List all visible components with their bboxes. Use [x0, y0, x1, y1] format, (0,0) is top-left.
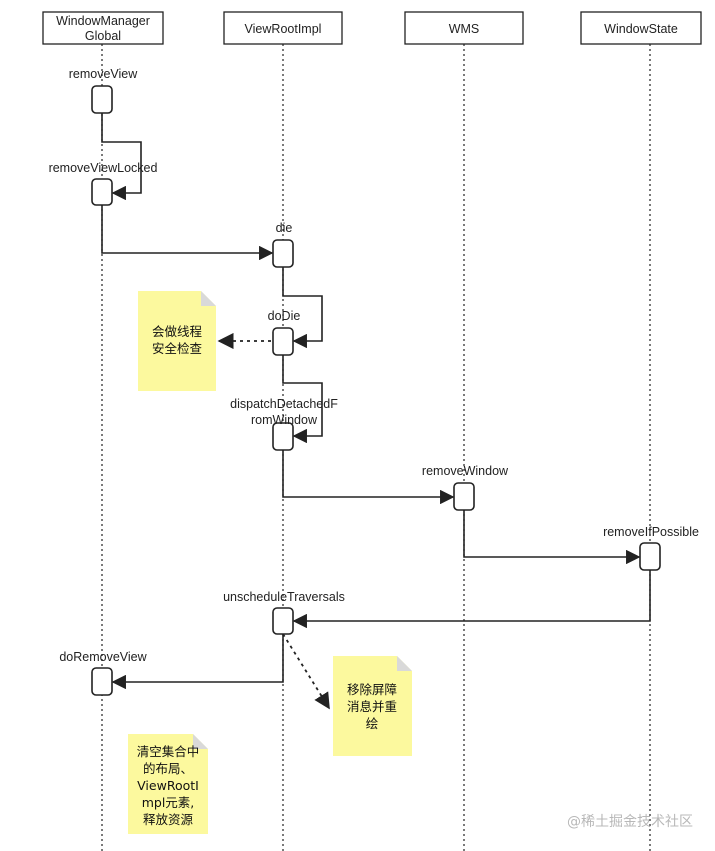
participant-wmg-label-2: Global — [85, 29, 121, 43]
note-thread-check-line-2: 安全检查 — [152, 341, 203, 356]
activation-removeWindow[interactable] — [453, 482, 475, 511]
activation-unscheduleTraversals[interactable] — [272, 607, 294, 635]
note-fold-icon — [193, 734, 208, 749]
participant-wms-label: WMS — [449, 22, 480, 36]
participant-wmg: WindowManager Global — [42, 11, 164, 45]
participant-vri: ViewRootImpl — [223, 11, 343, 45]
note-remove-barrier-line-2: 消息并重 — [347, 699, 397, 714]
note-fold-icon — [397, 656, 412, 671]
msg-self-doDie — [282, 267, 323, 349]
label-removeView: removeView — [69, 67, 139, 81]
activation-doDie[interactable] — [272, 327, 294, 356]
label-dispatchDetached-2: romWindow — [251, 413, 318, 427]
activation-removeViewLocked[interactable] — [91, 178, 113, 206]
messages — [101, 113, 651, 710]
label-removeIfPossible: removeIfPossible — [603, 525, 699, 539]
note-clear-set-line-1: 清空集合中 — [137, 744, 200, 759]
participant-vri-label: ViewRootImpl — [245, 22, 322, 36]
activations — [91, 85, 661, 696]
note-remove-barrier-line-1: 移除屏障 — [347, 682, 397, 697]
note-remove-barrier: 移除屏障 消息并重 绘 — [333, 656, 412, 756]
msg-unscheduleTraversals — [292, 570, 651, 629]
label-dispatchDetached-1: dispatchDetachedF — [230, 397, 338, 411]
note-thread-check-line-1: 会做线程 — [152, 324, 203, 339]
msg-removeWindow — [282, 450, 455, 505]
note-clear-set-line-3: ViewRootI — [137, 778, 199, 793]
msg-removeIfPossible — [463, 510, 641, 565]
activation-removeIfPossible[interactable] — [639, 542, 661, 571]
watermark: @稀土掘金技术社区 — [567, 814, 693, 830]
msg-doRemoveView — [111, 634, 284, 690]
msg-self-dispatchDetached — [282, 355, 323, 444]
msg-self-removeViewLocked — [101, 113, 142, 201]
note-clear-set-line-5: 释放资源 — [143, 812, 194, 827]
msg-die — [101, 205, 274, 261]
participant-ws-label: WindowState — [604, 22, 678, 36]
label-doDie: doDie — [268, 309, 301, 323]
activation-removeView[interactable] — [91, 85, 113, 114]
note-remove-barrier-line-3: 绘 — [366, 716, 379, 731]
participant-wms: WMS — [404, 11, 524, 45]
note-clear-set-line-2: 的布局、 — [143, 761, 193, 776]
msg-note-remove-barrier — [282, 633, 330, 710]
label-doRemoveView: doRemoveView — [59, 650, 147, 664]
participant-ws: WindowState — [580, 11, 702, 45]
note-fold-icon — [201, 291, 216, 306]
activation-die[interactable] — [272, 239, 294, 268]
label-removeViewLocked: removeViewLocked — [49, 161, 158, 175]
label-unscheduleTraversals: unscheduleTraversals — [223, 590, 345, 604]
note-thread-check: 会做线程 安全检查 — [138, 291, 216, 391]
label-removeWindow: removeWindow — [422, 464, 509, 478]
note-clear-set: 清空集合中 的布局、 ViewRootI mpl元素, 释放资源 — [128, 734, 208, 834]
activation-dispatchDetachedFromWindow[interactable] — [272, 422, 294, 451]
activation-doRemoveView[interactable] — [91, 667, 113, 696]
note-clear-set-line-4: mpl元素, — [142, 795, 195, 810]
participant-wmg-label-1: WindowManager — [56, 14, 150, 28]
activation-labels: removeView removeViewLocked die doDie di… — [49, 67, 699, 664]
label-die: die — [276, 221, 293, 235]
